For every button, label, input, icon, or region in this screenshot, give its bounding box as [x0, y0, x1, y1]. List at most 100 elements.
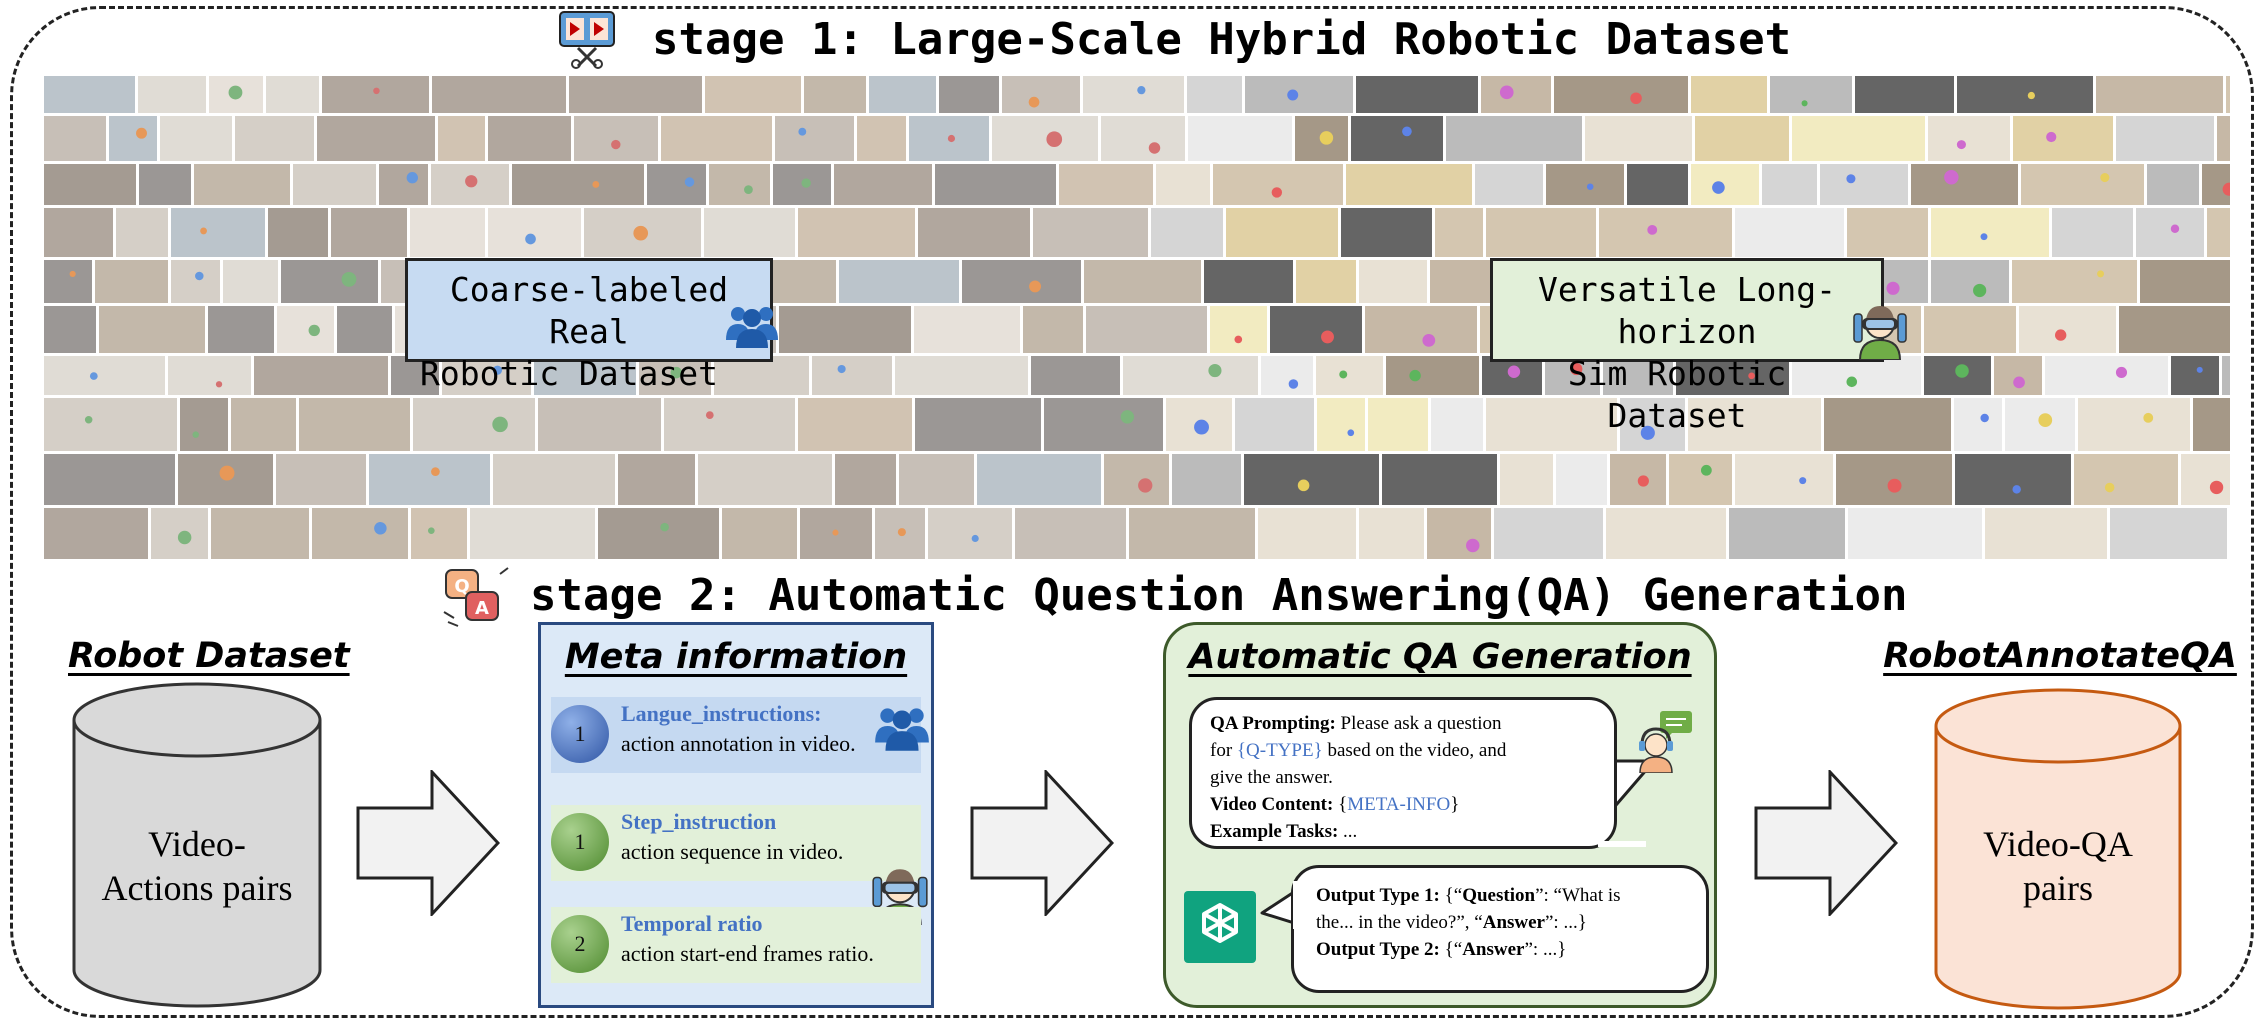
thumbnail-tile — [1270, 306, 1362, 353]
openai-logo-icon — [1184, 891, 1256, 963]
thumbnail-tile — [1792, 116, 1925, 161]
example-tasks-text: ... — [1338, 821, 1358, 842]
video-editing-icon — [556, 8, 618, 70]
thumbnail-tile — [44, 208, 113, 257]
thumbnail-tile — [1695, 116, 1789, 161]
thumbnail-object — [633, 225, 649, 241]
thumbnail-object — [373, 87, 380, 95]
thumbnail-object — [465, 175, 478, 188]
thumbnail-tile — [1084, 260, 1201, 303]
thumbnail-object — [1507, 365, 1521, 378]
sim-label-line2: Sim Robotic Dataset — [1567, 354, 1787, 435]
thumbnail-object — [228, 85, 243, 100]
thumbnail-tile — [1430, 260, 1492, 303]
thumbnail-tile — [391, 356, 439, 395]
thumbnail-tile — [1226, 208, 1338, 257]
robot-dataset-text: Video- Actions pairs — [72, 822, 322, 910]
thumbnail-tile — [1606, 508, 1726, 559]
thumbnail-tile — [432, 76, 566, 113]
thumbnail-tile — [661, 116, 772, 161]
thumbnail-tile — [512, 164, 644, 205]
thumbnail-tile — [2045, 356, 2168, 395]
thumbnail-tile — [488, 208, 581, 257]
thumbnail-object — [1640, 425, 1655, 440]
thumbnail-tile — [2140, 260, 2230, 303]
meta-item-title: Step_instruction — [621, 809, 777, 834]
thumbnail-tile — [1928, 116, 2010, 161]
meta-item-temporal: 2 Temporal ratio action start-end frames… — [551, 907, 921, 983]
thumbnail-tile — [493, 454, 615, 505]
thumbnail-tile — [899, 454, 974, 505]
output2-label: Output Type 2: — [1316, 939, 1440, 960]
thumbnail-tile — [1735, 454, 1833, 505]
thumbnail-tile — [1481, 76, 1551, 113]
thumbnail-tile — [1044, 398, 1163, 451]
thumbnail-tile — [1129, 508, 1255, 559]
thumbnail-tile — [180, 398, 228, 451]
thumbnail-object — [1955, 364, 1969, 378]
thumbnail-object — [1287, 89, 1299, 101]
sim-dataset-label: Versatile Long-horizon Sim Robotic Datas… — [1490, 258, 1884, 435]
thumbnail-object — [2012, 485, 2021, 494]
thumbnail-tile — [895, 356, 1028, 395]
thumbnail-object — [492, 365, 503, 375]
thumbnail-tile — [1368, 398, 1428, 451]
meta-item-number: 2 — [551, 915, 609, 973]
thumbnail-object — [684, 177, 695, 187]
thumbnail-tile — [1554, 76, 1688, 113]
thumbnail-tile — [470, 508, 595, 559]
thumbnail-tile — [1086, 306, 1207, 353]
thumbnail-object — [947, 134, 956, 143]
thumbnail-tile — [277, 306, 334, 353]
thumbnail-tile — [1669, 454, 1732, 505]
thumbnail-object — [1422, 333, 1436, 347]
thumbnail-tile — [1855, 76, 1954, 113]
thumbnail-tile — [312, 508, 408, 559]
thumbnail-tile — [1603, 356, 1673, 395]
thumbnail-tile — [44, 454, 175, 505]
thumbnail-tile — [1911, 164, 2018, 205]
thumbnail-tile — [1296, 260, 1356, 303]
thumbnail-tile — [2021, 164, 2144, 205]
thumbnail-object — [89, 372, 98, 380]
thumbnail-tile — [2096, 76, 2223, 113]
thumbnail-tile — [1824, 398, 1951, 451]
thumbnail-tile — [95, 260, 168, 303]
thumbnail-tile — [1341, 208, 1432, 257]
thumbnail-tile — [1059, 164, 1153, 205]
thumbnail-object — [195, 271, 204, 281]
thumbnail-tile — [2217, 116, 2230, 161]
video-content-label: Video Content: — [1210, 794, 1334, 815]
thumbnail-tile — [1031, 356, 1120, 395]
thumbnail-tile — [1351, 116, 1443, 161]
thumbnail-object — [2055, 329, 2067, 341]
arrow-right-icon — [1754, 768, 1899, 918]
thumbnail-object — [1234, 335, 1243, 344]
thumbnail-tile — [1317, 398, 1365, 451]
thumbnail-tile — [44, 508, 148, 559]
thumbnail-object — [1973, 283, 1987, 298]
robot-dataset-cylinder — [72, 682, 322, 1008]
thumbnail-tile — [1676, 356, 1789, 395]
thumbnail-object — [1194, 419, 1209, 435]
thumbnail-tile — [1848, 508, 1982, 559]
meta-item-step: 1 Step_instruction action sequence in vi… — [551, 805, 921, 881]
thumbnail-tile — [915, 398, 1041, 451]
thumbnail-tile — [1627, 164, 1688, 205]
thumbnail-object — [611, 139, 621, 150]
prompt-text2b: based on the video, and — [1322, 740, 1507, 761]
thumbnail-tile — [99, 306, 205, 353]
thumbnail-object — [1637, 475, 1649, 487]
thumbnail-object — [1466, 538, 1480, 553]
thumbnail-tile — [2012, 260, 2137, 303]
thumbnail-object — [1297, 479, 1310, 492]
thumbnail-tile — [2222, 356, 2230, 395]
prompt-text3: give the answer. — [1210, 767, 1333, 788]
thumbnail-tile — [268, 208, 328, 257]
qa-output-bubble: Output Type 1: {“Question”: “What is the… — [1291, 865, 1709, 993]
thumbnail-tile — [488, 116, 571, 161]
thumbnail-tile — [839, 260, 959, 303]
thumbnail-object — [69, 270, 76, 278]
thumbnail-tile — [266, 76, 319, 113]
thumbnail-object — [1271, 187, 1283, 198]
